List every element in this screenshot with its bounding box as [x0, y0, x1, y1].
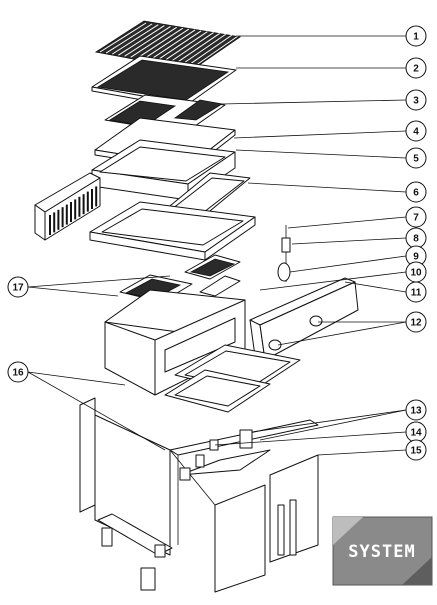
callout-number: 6	[413, 188, 419, 199]
callout-number: 8	[413, 234, 419, 245]
callout-circle	[405, 311, 427, 333]
callout-circle	[405, 206, 427, 228]
grate-bar	[124, 26, 171, 57]
callout-circle	[7, 276, 29, 298]
callout-number: 14	[410, 428, 422, 439]
callout-circle	[405, 120, 427, 142]
leader-line-12	[277, 321, 407, 346]
leader-line-17b	[27, 286, 119, 297]
grate-bar	[142, 28, 190, 60]
callout-number: 9	[413, 252, 419, 263]
callout-17: 17	[7, 276, 29, 298]
leader-line-11	[344, 281, 407, 293]
grate-bar	[148, 29, 196, 61]
leader-line-3	[221, 99, 407, 105]
leader-line-6	[247, 182, 407, 193]
callout-circle	[405, 25, 427, 47]
callout-circle	[405, 181, 427, 203]
callout-number: 17	[12, 283, 24, 294]
base-frame	[97, 513, 173, 591]
callout-number: 12	[410, 318, 422, 329]
louvered-side-panel	[34, 172, 101, 241]
callout-12: 12	[405, 311, 427, 333]
callout-number: 1	[413, 32, 419, 43]
callout-number: 5	[413, 154, 419, 165]
leader-line-16b	[27, 371, 126, 386]
grate-bar	[111, 24, 159, 55]
callout-number: 7	[413, 213, 419, 224]
grate-bar	[167, 32, 214, 65]
callout-15: 15	[405, 439, 427, 461]
callout-number: 15	[410, 446, 422, 457]
callout-number: 3	[413, 96, 419, 107]
main-body	[104, 289, 246, 396]
grate-bar	[105, 23, 153, 54]
leader-line-14	[214, 431, 407, 446]
leader-line-7	[287, 216, 407, 229]
callout-16: 16	[7, 361, 29, 383]
callout-4: 4	[405, 120, 427, 142]
callout-circle	[7, 361, 29, 383]
drip-tray	[89, 201, 256, 261]
grate-bar	[185, 34, 233, 68]
callout-circle	[405, 147, 427, 169]
grate-bar	[191, 35, 239, 69]
grill-grate-top	[94, 20, 242, 71]
leader-line-16	[27, 371, 166, 451]
callout-circle	[405, 89, 427, 111]
grate-bar	[99, 22, 147, 53]
callout-10: 10	[405, 261, 427, 283]
control-panel	[249, 277, 359, 361]
callout-circle	[405, 57, 427, 79]
burner-pair-right	[184, 254, 241, 297]
leader-line-10	[259, 271, 407, 291]
callout-number: 16	[12, 368, 24, 379]
leader-line-5	[235, 149, 407, 159]
callout-number: 4	[413, 127, 419, 138]
callout-8: 8	[405, 227, 427, 249]
leader-line-8	[291, 237, 407, 245]
callout-circle	[405, 399, 427, 421]
door-panel-left	[214, 484, 266, 593]
callout-7: 7	[405, 206, 427, 228]
door-panel-right	[269, 454, 319, 563]
valve-assembly	[277, 225, 291, 282]
callout-circle	[405, 281, 427, 303]
grate-bar	[130, 26, 177, 58]
callout-circle	[405, 439, 427, 461]
callout-3: 3	[405, 89, 427, 111]
leader-line-15	[317, 449, 407, 456]
leader-line-9	[289, 255, 407, 273]
grate-bar	[136, 27, 184, 59]
grate-bar	[118, 25, 165, 56]
logo-text: SYSTEM	[348, 542, 415, 562]
callout-11: 11	[405, 281, 427, 303]
callout-13: 13	[405, 399, 427, 421]
callout-2: 2	[405, 57, 427, 79]
callout-number: 10	[410, 268, 422, 279]
pull-out-tray-lower	[164, 369, 271, 413]
leader-line-13	[251, 409, 407, 433]
leader-line-17	[27, 275, 171, 288]
callout-1: 1	[405, 25, 427, 47]
callout-number: 11	[411, 288, 422, 299]
grate-bar	[154, 30, 202, 63]
callout-6: 6	[405, 181, 427, 203]
grate-bar	[173, 32, 220, 66]
leader-line-4	[233, 130, 407, 139]
callout-number: 2	[413, 64, 419, 75]
callout-14: 14	[405, 421, 427, 443]
callout-number: 13	[410, 406, 422, 417]
grate-bar	[179, 33, 227, 67]
leader-line-13b	[259, 409, 407, 441]
system-logo: SYSTEM	[332, 516, 433, 586]
grate-bar	[161, 31, 208, 64]
gas-fittings	[179, 429, 253, 481]
callout-5: 5	[405, 147, 427, 169]
leader-lines	[27, 35, 407, 456]
